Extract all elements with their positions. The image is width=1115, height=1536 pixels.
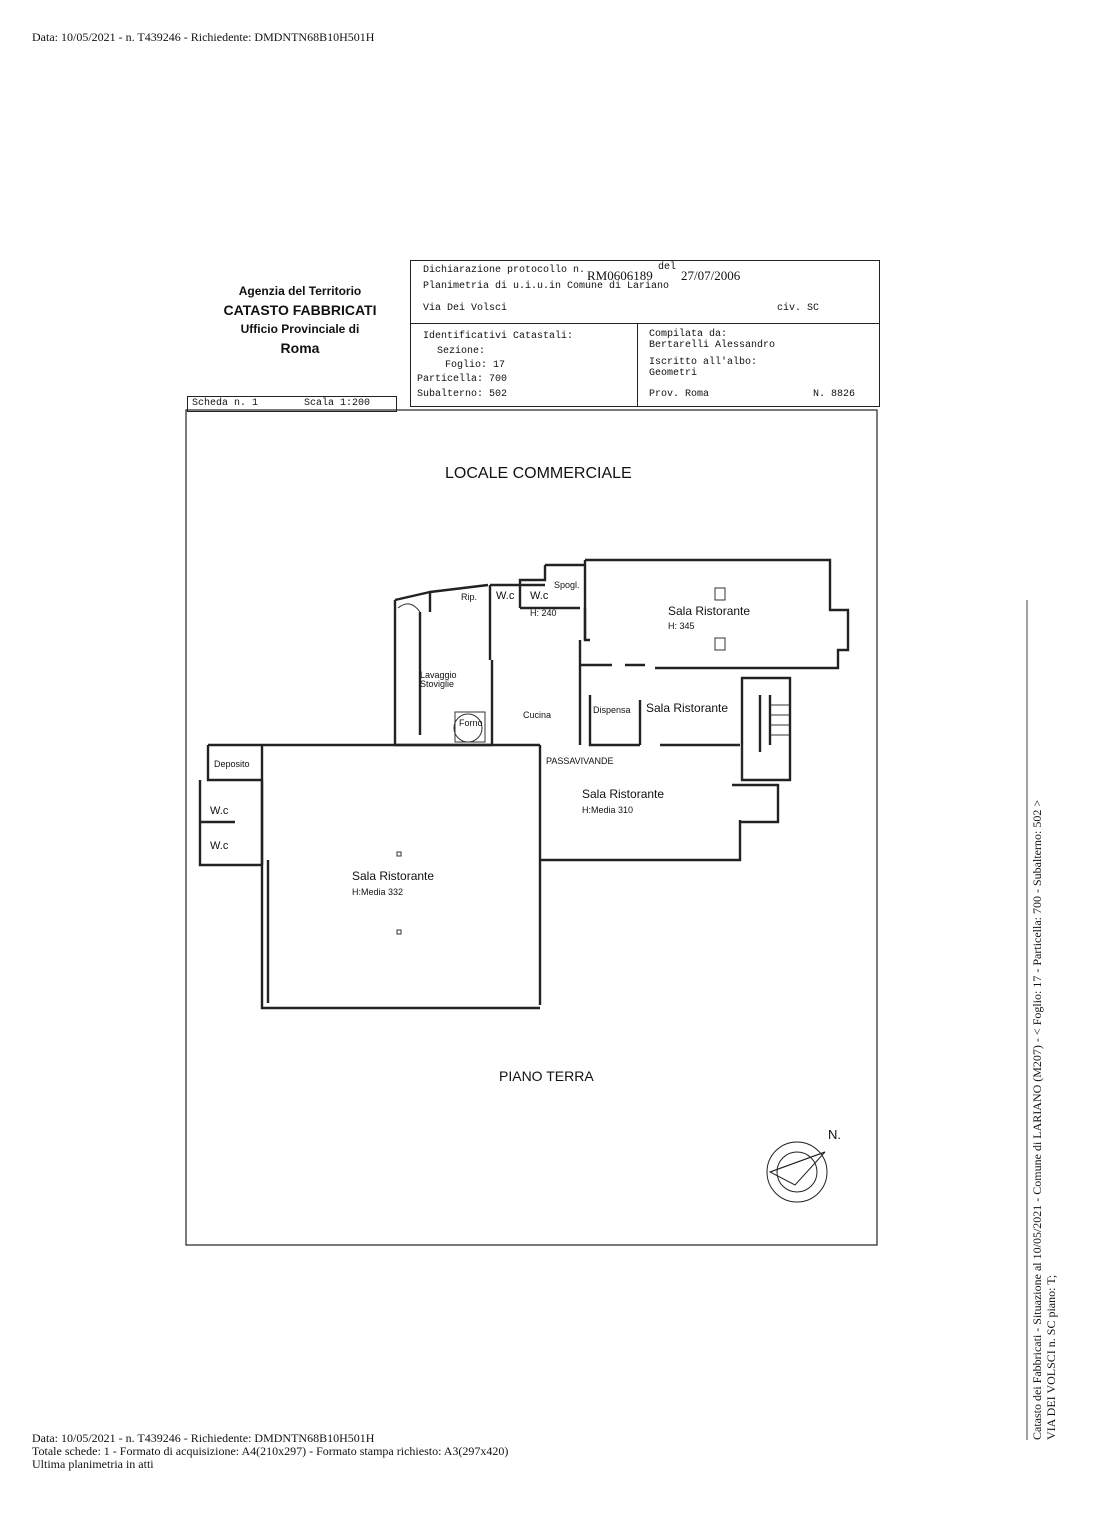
footer-line-1: Data: 10/05/2021 - n. T439246 - Richiede…: [32, 1431, 375, 1445]
albo-number: N. 8826: [813, 389, 856, 400]
sezione: Sezione:: [437, 346, 486, 357]
catasto-title: CATASTO FABBRICATI: [223, 302, 377, 318]
plan-title: LOCALE COMMERCIALE: [445, 465, 632, 482]
scheda-number: Scheda n. 1: [192, 398, 259, 409]
protocol-date: 27/07/2006: [681, 268, 741, 283]
room-deposito: Deposito: [214, 759, 250, 769]
del-label: del: [658, 262, 677, 273]
compilata-name: Bertarelli Alessandro: [649, 340, 776, 351]
compilata-label: Compilata da:: [649, 329, 728, 340]
room-hmedia310: H:Media 310: [582, 805, 634, 815]
room-sala-1: Sala Ristorante: [668, 604, 751, 618]
room-dispensa: Dispensa: [593, 705, 631, 715]
scala: Scala 1:200: [304, 398, 371, 409]
planimetria-line: Planimetria di u.i.u.in Comune di Larian…: [423, 281, 670, 292]
declaration-box: Dichiarazione protocollo n. RM0606189 de…: [410, 260, 880, 407]
room-spogl: Spogl.: [554, 580, 580, 590]
ufficio-label: Ufficio Provinciale di: [240, 322, 360, 336]
footer-line-3: Ultima planimetria in atti: [32, 1457, 154, 1471]
room-forno: Forno: [459, 718, 483, 728]
room-sala-3: Sala Ristorante: [582, 787, 665, 801]
room-wc1: W.c: [496, 590, 515, 602]
room-wc3: W.c: [210, 805, 229, 817]
room-passavivande: PASSAVIVANDE: [546, 756, 614, 766]
subalterno: Subalterno: 502: [417, 389, 508, 400]
room-rip: Rip.: [461, 592, 478, 602]
scheda-strip: Scheda n. 1 Scala 1:200: [187, 396, 397, 412]
civico: civ. SC: [777, 303, 820, 314]
room-wc2: W.c: [530, 590, 549, 602]
iscritto-value: Geometri: [649, 368, 698, 379]
prov: Prov. Roma: [649, 389, 710, 400]
room-lavaggio: Lavaggio: [420, 670, 457, 680]
floor-label: PIANO TERRA: [499, 1068, 594, 1084]
footer: Data: 10/05/2021 - n. T439246 - Richiede…: [32, 1432, 508, 1471]
side-line-2: VIA DEI VOLSCI n. SC piano: T;: [1044, 1274, 1058, 1440]
side-line-1: Catasto dei Fabbricati - Situazione al 1…: [1030, 799, 1044, 1440]
room-h345: H: 345: [668, 621, 695, 631]
room-sala-2: Sala Ristorante: [646, 701, 729, 715]
side-catasto-text: Catasto dei Fabbricati - Situazione al 1…: [1030, 540, 1058, 1440]
via-label: Via Dei Volsci: [423, 303, 508, 314]
room-sala-4: Sala Ristorante: [352, 869, 435, 883]
agency-name: Agenzia del Territorio: [238, 284, 362, 298]
north-label: N.: [828, 1127, 841, 1142]
print-header: Data: 10/05/2021 - n. T439246 - Richiede…: [32, 30, 375, 44]
foglio: Foglio: 17: [445, 360, 506, 371]
dichiarazione-label: Dichiarazione protocollo n.: [423, 265, 586, 276]
ident-title: Identificativi Catastali:: [423, 331, 574, 342]
ufficio-city: Roma: [280, 340, 320, 356]
particella: Particella: 700: [417, 374, 508, 385]
room-wc4: W.c: [210, 840, 229, 852]
room-stoviglie: Stoviglie: [420, 679, 455, 689]
footer-line-2: Totale schede: 1 - Formato di acquisizio…: [32, 1444, 509, 1458]
north-arrow-icon: [766, 1141, 828, 1203]
room-h240: H: 240: [530, 608, 557, 618]
iscritto-label: Iscritto all'albo:: [649, 357, 758, 368]
room-hmedia332: H:Media 332: [352, 887, 404, 897]
protocol-number: RM0606189: [587, 268, 653, 283]
room-cucina: Cucina: [523, 710, 552, 720]
